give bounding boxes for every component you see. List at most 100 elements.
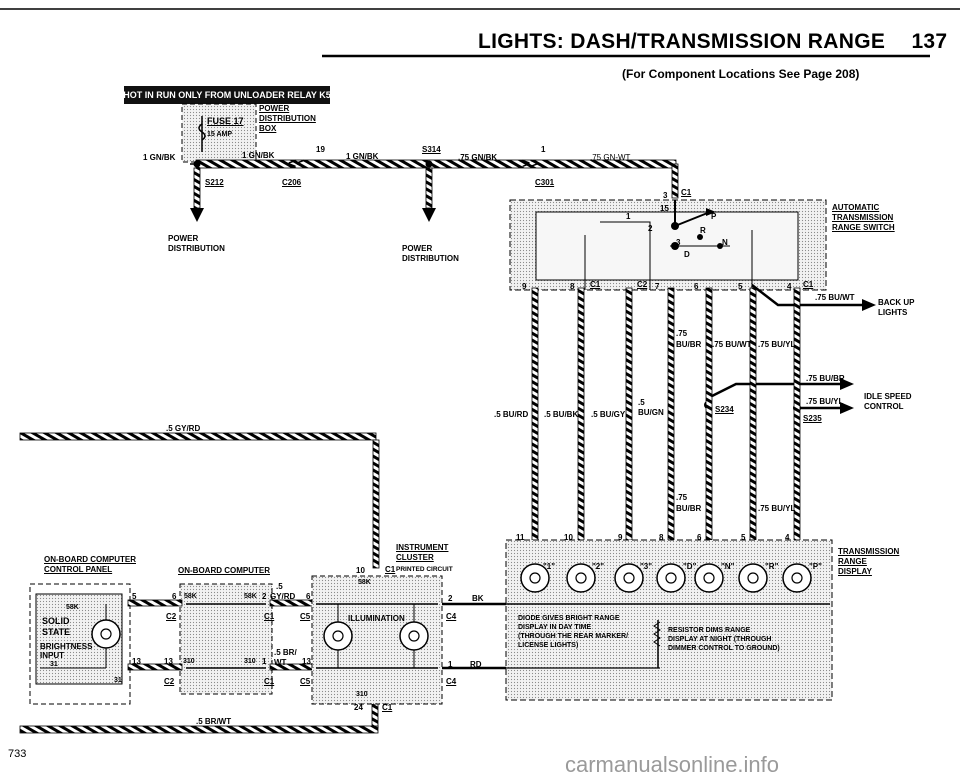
switch-pin-8: 8	[570, 282, 575, 291]
lamp-icon	[614, 563, 644, 593]
cluster-pin-10: 10	[356, 566, 365, 575]
ob-panel-title-2: CONTROL PANEL	[44, 565, 113, 574]
wire-after-s314: .75 GN/BK	[458, 153, 498, 162]
ob-computer-pin-2: 2	[262, 592, 267, 601]
pin-19: 19	[316, 145, 325, 154]
cluster-illumination: ILLUMINATION	[348, 614, 405, 623]
ob-panel-pin-31: 31	[50, 661, 58, 668]
switch-pin-6: 6	[694, 282, 699, 291]
link-pin-6: 6	[306, 592, 311, 601]
tr-position-2: "2"	[592, 562, 605, 571]
wire-bu-rd: .5 BU/RD	[494, 410, 529, 419]
link-gy-rd-2: GY/RD	[270, 592, 296, 601]
cluster-c4-a: C4	[446, 612, 457, 621]
svg-text:>>: >>	[522, 155, 538, 171]
power-dist-mid-2: DISTRIBUTION	[402, 254, 459, 263]
splice-s235: S235	[803, 414, 822, 423]
ob-computer-pin-310-b: 310	[244, 658, 256, 665]
ob-computer-pin-310-a: 310	[183, 658, 195, 665]
ob-panel-pin-58k: 58K	[66, 604, 79, 611]
power-dist-mid-1: POWER	[402, 244, 433, 253]
tr-pin-11: 11	[516, 533, 525, 542]
brightness-2: INPUT	[40, 651, 64, 660]
page-subtitle: (For Component Locations See Page 208)	[622, 67, 860, 81]
lamp-icon	[323, 621, 353, 651]
link-gy-rd-1: .5	[276, 582, 283, 591]
switch-pin-9: 9	[522, 282, 527, 291]
splice-s314-dot	[425, 160, 433, 168]
ob-computer	[179, 583, 273, 695]
splice-s234: S234	[715, 405, 734, 414]
wire-bu-gy: .5 BU/GY	[591, 410, 626, 419]
hot-in-run-banner: HOT IN RUN ONLY FROM UNLOADER RELAY K5	[123, 86, 331, 104]
tr-position-n: "N"	[721, 562, 735, 571]
ob-computer-c1-a: C1	[264, 612, 275, 621]
ob-computer-pin-58k-a: 58K	[184, 593, 197, 600]
switch-position-d: D	[684, 250, 690, 259]
cluster-c1: C1	[382, 703, 393, 712]
brightness-1: BRIGHTNESS	[40, 642, 93, 651]
solid-state-1: SOLID	[42, 616, 70, 626]
switch-position-r: R	[700, 226, 706, 235]
wire-after-c206: 1 GN/BK	[346, 152, 379, 161]
switch-connector: C1	[681, 188, 692, 197]
wire-bu-br-top-2: BU/BR	[676, 340, 702, 349]
tr-position-1: "1"	[543, 562, 556, 571]
transmission-range-display	[505, 539, 833, 701]
cluster-connector: C1	[385, 565, 396, 574]
ob-computer-pin-6: 6	[172, 592, 177, 601]
lamp-icon	[738, 563, 768, 593]
tr-display-title-3: DISPLAY	[838, 567, 872, 576]
switch-name-3: RANGE SWITCH	[832, 223, 895, 232]
instrument-cluster	[311, 575, 443, 705]
wire-bu-br-bot-2: BU/BR	[676, 504, 702, 513]
switch-bottom-c2: C2	[637, 280, 648, 289]
tr-note1-4: LICENSE LIGHTS)	[518, 642, 579, 649]
tr-pin-5: 5	[741, 533, 746, 542]
gy-rd-wire-label: .5 GY/RD	[166, 424, 201, 433]
cluster-rd: RD	[470, 660, 482, 669]
cluster-title-1: INSTRUMENT	[396, 543, 449, 552]
cluster-to-display	[442, 602, 508, 670]
wire-bu-yl-bot: .75 BU/YL	[758, 504, 796, 513]
idle-wire1-label: .75 BU/BR	[806, 374, 845, 383]
tr-note1-2: DISPLAY IN DAY TIME	[518, 624, 592, 631]
link-br-wt-2: WT	[274, 658, 287, 667]
cluster-c4-b: C4	[446, 677, 457, 686]
tr-display-title-2: RANGE	[838, 557, 867, 566]
ob-control-panel	[29, 583, 131, 705]
switch-inner-pin-2: 2	[648, 224, 653, 233]
ob-computer-pin-58k-b: 58K	[244, 593, 257, 600]
tr-pin-9: 9	[618, 533, 623, 542]
top-power-wire: << >>	[190, 155, 679, 222]
range-switch	[509, 199, 827, 291]
power-distribution-box	[181, 103, 257, 163]
backup-lights-wire	[751, 284, 876, 311]
tr-position-d: "D"	[683, 562, 697, 571]
tr-note1-1: DIODE GIVES BRIGHT RANGE	[518, 615, 620, 622]
tr-position-r: "R"	[765, 562, 779, 571]
backup-wire-label: .75 BU/WT	[815, 293, 855, 302]
page-title-text: LIGHTS: DASH/TRANSMISSION RANGE	[478, 30, 886, 53]
switch-position-p: P	[711, 212, 717, 221]
idle-label-1: IDLE SPEED	[864, 392, 912, 401]
backup-label-2: LIGHTS	[878, 308, 908, 317]
lamp-icon	[91, 619, 121, 649]
lamp-icon	[399, 621, 429, 651]
tr-note2-1: RESISTOR DIMS RANGE	[668, 627, 751, 634]
cluster-pcb: PRINTED CIRCUIT	[396, 566, 453, 573]
switch-pin-top: 3	[663, 191, 668, 200]
power-box-label-3: BOX	[259, 124, 277, 133]
tr-pin-10: 10	[564, 533, 573, 542]
gy-rd-wire	[19, 432, 380, 734]
cluster-pin-58k: 58K	[358, 579, 371, 586]
ob-computer-pin-13: 13	[164, 657, 173, 666]
cluster-pin-2: 2	[448, 594, 453, 603]
cluster-pin-1: 1	[448, 660, 453, 669]
splice-s212: S212	[205, 178, 224, 187]
power-dist-left-1: POWER	[168, 234, 199, 243]
resistor-icon	[653, 621, 661, 647]
lamp-icon	[782, 563, 812, 593]
link-c5-b: C5	[300, 677, 311, 686]
